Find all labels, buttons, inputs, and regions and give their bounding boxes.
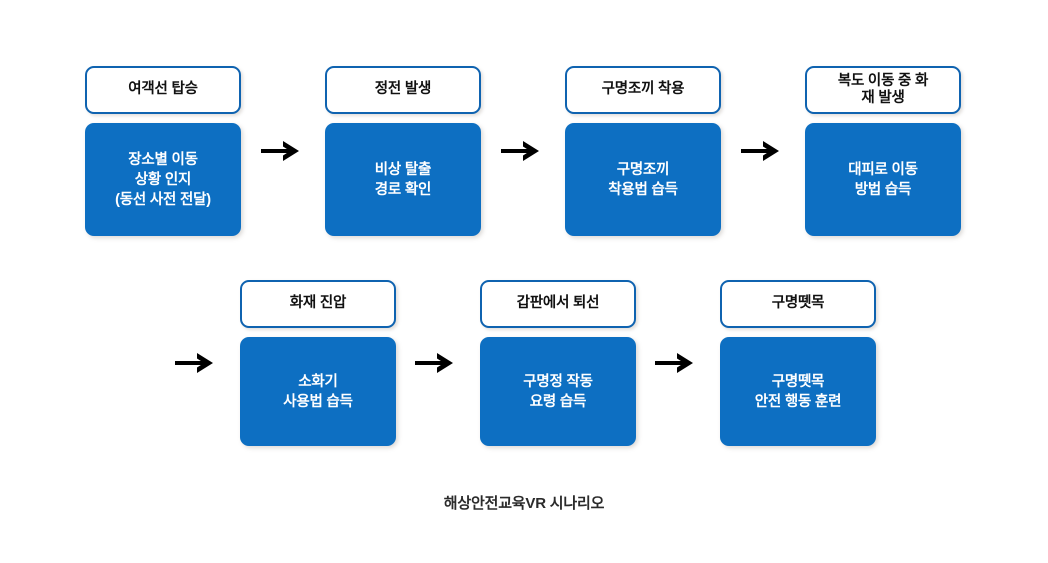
flow-node-2-header: 정전 발생 <box>325 66 481 114</box>
flow-arrow-6 <box>652 348 698 378</box>
flow-node-7-header: 구명뗏목 <box>720 280 876 328</box>
flow-node-6-header: 갑판에서 퇴선 <box>480 280 636 328</box>
flow-arrow-3 <box>738 136 784 166</box>
diagram-caption: 해상안전교육VR 시나리오 <box>443 495 605 512</box>
flow-arrow-5 <box>412 348 458 378</box>
flow-node-3-header: 구명조끼 착용 <box>565 66 721 114</box>
flow-arrow-1 <box>258 136 304 166</box>
flow-arrow-2 <box>498 136 544 166</box>
flow-node-5-header: 화재 진압 <box>240 280 396 328</box>
flow-node-1-header: 여객선 탑승 <box>85 66 241 114</box>
flow-arrow-4 <box>172 348 218 378</box>
